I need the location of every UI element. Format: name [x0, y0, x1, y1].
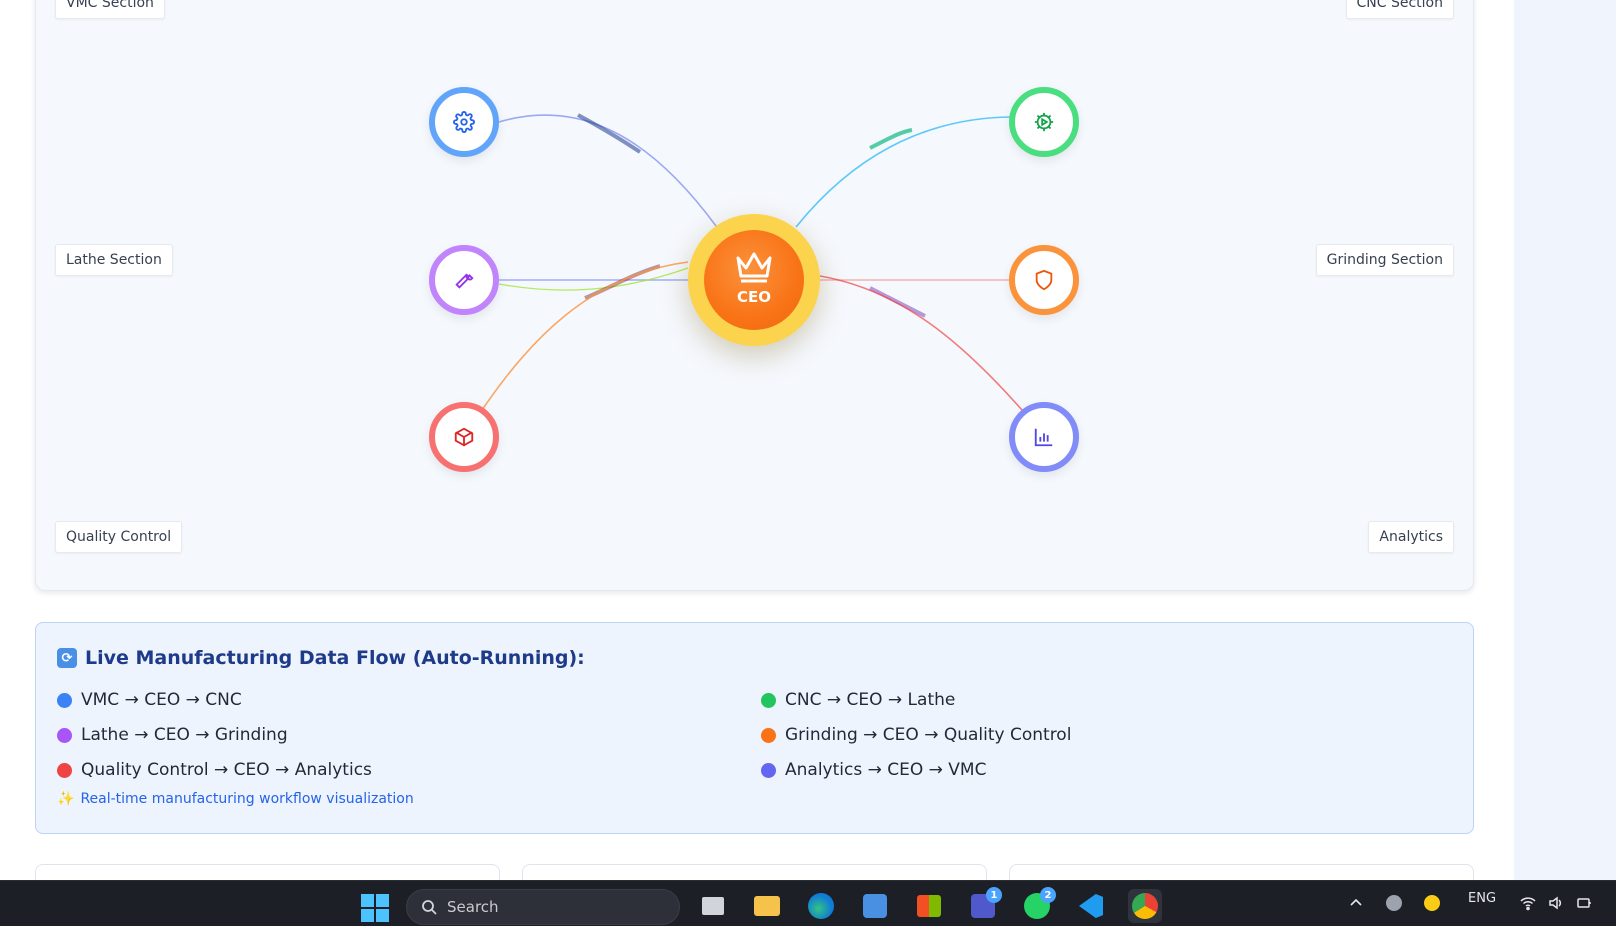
search-icon — [422, 900, 437, 915]
ceo-node[interactable]: CEO — [688, 214, 820, 346]
flow-item: Analytics → CEO → VMC — [761, 760, 986, 780]
task-view-icon[interactable] — [696, 889, 730, 923]
teams-icon[interactable]: 1 — [966, 887, 1002, 923]
taskbar-search[interactable]: Search — [406, 889, 680, 925]
section-label-lathe: Lathe Section — [55, 244, 173, 276]
lathe-node[interactable] — [429, 245, 499, 315]
wifi-icon[interactable] — [1520, 895, 1536, 911]
connection-analytics — [819, 275, 1023, 411]
battery-icon[interactable] — [1576, 895, 1592, 911]
grinding-node[interactable] — [1009, 245, 1079, 315]
package-icon — [454, 427, 474, 447]
quality-node[interactable] — [429, 402, 499, 472]
wrench-icon — [455, 273, 474, 289]
shield-icon — [1035, 269, 1053, 291]
flow-item-label: Quality Control → CEO → Analytics — [81, 760, 372, 780]
flow-title: ⟳ Live Manufacturing Data Flow (Auto-Run… — [57, 647, 585, 669]
app-tray-icon[interactable] — [1424, 895, 1440, 911]
gear-icon — [453, 111, 475, 133]
whatsapp-icon[interactable]: 2 — [1020, 887, 1056, 923]
connection-cnc — [795, 116, 1012, 228]
chrome-icon[interactable] — [1128, 889, 1162, 923]
vmc-node[interactable] — [429, 87, 499, 157]
windows-start-icon[interactable] — [360, 893, 390, 923]
flow-item: CNC → CEO → Lathe — [761, 690, 955, 710]
bar-chart-icon — [1034, 428, 1053, 447]
flow-item-label: Analytics → CEO → VMC — [785, 760, 987, 780]
flow-item: Quality Control → CEO → Analytics — [57, 760, 372, 780]
pen-app-icon[interactable] — [858, 889, 892, 923]
store-icon[interactable] — [912, 889, 946, 923]
section-label-vmc: VMC Section — [55, 0, 165, 19]
analytics-node[interactable] — [1009, 402, 1079, 472]
connection-quality — [481, 261, 689, 411]
workflow-diagram-card: VMC Section CNC Section Lathe Section Gr… — [35, 0, 1474, 591]
chevron-up-icon[interactable] — [1348, 895, 1364, 911]
connection-vmc — [498, 114, 717, 227]
crown-icon — [736, 252, 772, 283]
flow-title-text: Live Manufacturing Data Flow (Auto-Runni… — [85, 647, 585, 669]
connection-lines — [481, 113, 1023, 411]
volume-icon[interactable] — [1548, 895, 1564, 911]
ceo-badge: CEO — [704, 230, 804, 330]
status-dot — [57, 692, 72, 708]
flow-item-label: CNC → CEO → Lathe — [785, 690, 956, 710]
flow-note: ✨ Real-time manufacturing workflow visua… — [57, 791, 414, 807]
notification-badge: 1 — [986, 887, 1002, 903]
cog-play-icon — [1034, 112, 1054, 132]
section-label-analytics: Analytics — [1368, 521, 1454, 553]
search-placeholder: Search — [447, 898, 499, 916]
status-dot — [761, 692, 776, 708]
taskbar: Search 1 2 ENG — [0, 880, 1616, 926]
page-gutter — [1514, 0, 1616, 880]
section-label-quality: Quality Control — [55, 521, 183, 553]
cnc-node[interactable] — [1009, 87, 1079, 157]
data-flow-panel: ⟳ Live Manufacturing Data Flow (Auto-Run… — [35, 622, 1474, 834]
notification-badge: 2 — [1040, 887, 1056, 903]
section-label-grinding: Grinding Section — [1315, 244, 1454, 276]
flow-item-label: Lathe → CEO → Grinding — [81, 725, 288, 745]
file-explorer-icon[interactable] — [750, 889, 784, 923]
flow-item-label: Grinding → CEO → Quality Control — [785, 725, 1072, 745]
language-indicator[interactable]: ENG — [1468, 891, 1497, 906]
flow-item: VMC → CEO → CNC — [57, 690, 242, 710]
flow-item: Grinding → CEO → Quality Control — [761, 725, 1071, 745]
vscode-icon[interactable] — [1074, 889, 1108, 923]
sparkles-icon: ✨ — [57, 791, 75, 807]
refresh-icon: ⟳ — [57, 648, 77, 668]
status-dot — [57, 727, 72, 743]
status-dot — [761, 727, 776, 743]
cloud-icon[interactable] — [1386, 895, 1402, 911]
status-dot — [57, 762, 72, 778]
status-dot — [761, 762, 776, 778]
flow-item: Lathe → CEO → Grinding — [57, 725, 288, 745]
section-label-cnc: CNC Section — [1345, 0, 1454, 19]
ceo-label: CEO — [736, 288, 771, 306]
flow-note-text: Real-time manufacturing workflow visuali… — [80, 791, 414, 807]
edge-icon[interactable] — [804, 889, 838, 923]
flow-item-label: VMC → CEO → CNC — [81, 690, 242, 710]
